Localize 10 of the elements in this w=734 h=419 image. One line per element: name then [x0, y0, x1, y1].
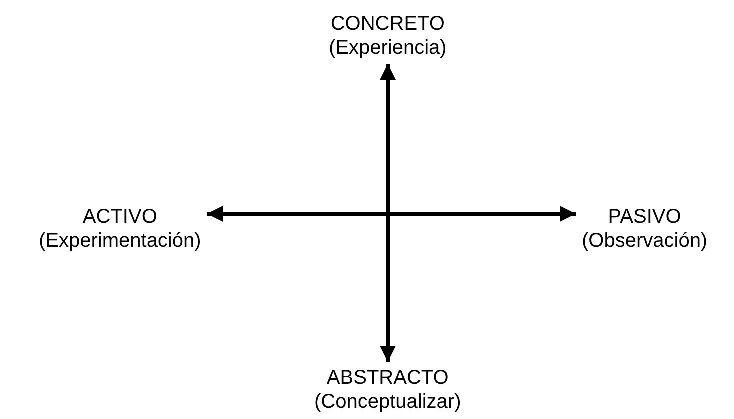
pole-description: (Conceptualizar) [314, 390, 462, 414]
pole-name: ABSTRACTO [326, 366, 450, 390]
pole-name: CONCRETO [330, 12, 446, 36]
pole-description: (Observación) [582, 229, 708, 253]
pole-description: (Experimentación) [39, 229, 202, 253]
pole-name: PASIVO [607, 205, 682, 229]
pole-name: ACTIVO [82, 205, 158, 229]
double-arrow [380, 64, 396, 362]
double-arrow [207, 206, 576, 222]
pole-description: (Experiencia) [329, 36, 447, 60]
